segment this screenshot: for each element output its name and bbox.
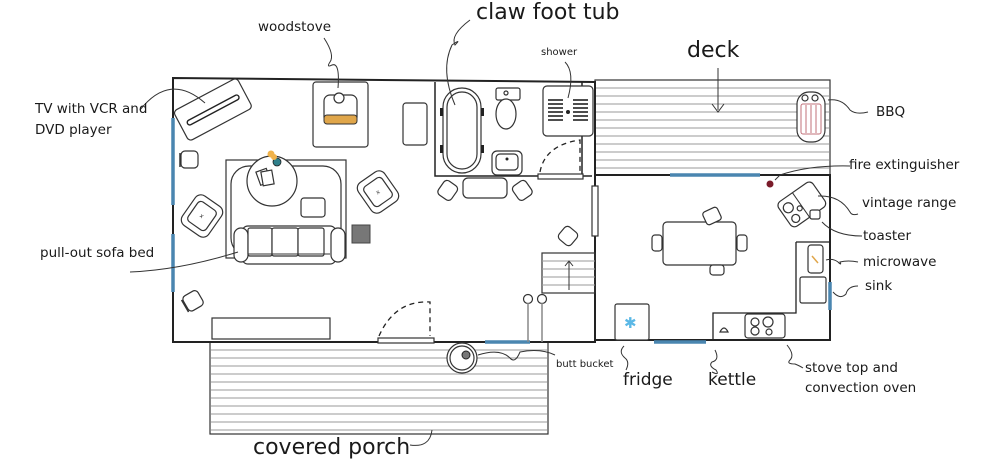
leader-deck (711, 68, 725, 113)
label-covered-porch: covered porch (253, 435, 411, 460)
claw-foot-tub (440, 87, 484, 174)
deck-planks (596, 87, 829, 169)
leader-stove (786, 344, 804, 369)
svg-text:x: x (375, 188, 382, 196)
leader-bbq (827, 99, 869, 114)
label-tv-line2: DVD player (35, 122, 112, 138)
dining-table (651, 206, 748, 276)
fridge: ✱ (614, 303, 650, 341)
label-sink: sink (865, 278, 893, 294)
chair-table-left (437, 179, 459, 201)
armchair-right: x (356, 170, 400, 214)
vintage-range (777, 181, 827, 228)
label-stove-top-line2: convection oven (805, 380, 917, 396)
label-shower: shower (541, 47, 578, 58)
butt-bucket (446, 342, 478, 374)
chair-table-right (511, 179, 533, 201)
windows (171, 118, 832, 344)
leader-shower (564, 61, 572, 99)
toilet (495, 87, 521, 130)
leader-range (817, 195, 859, 216)
leader-tv (139, 88, 206, 111)
label-fridge: fridge (623, 370, 673, 390)
front-door (377, 337, 435, 344)
small-table (462, 177, 508, 199)
front-door-swing (378, 301, 431, 337)
covered-porch-area (209, 341, 549, 435)
pull-out-sofa-bed (233, 225, 346, 265)
chair-stairs (557, 225, 579, 247)
shower (542, 85, 594, 137)
woodstove (312, 81, 369, 148)
leader-lines (129, 19, 869, 446)
label-stove-top-line1: stove top and (805, 360, 898, 376)
leader-butt-bucket (477, 350, 556, 361)
chair-nw (179, 150, 199, 169)
leader-kettle (710, 349, 718, 375)
label-bbq: BBQ (876, 104, 906, 120)
leader-fire-extinguisher (774, 165, 851, 181)
porch-planks (211, 349, 547, 431)
tv-cabinet (173, 78, 252, 141)
leader-porch (409, 429, 433, 446)
bench (402, 102, 428, 146)
chair-sw (180, 290, 204, 313)
stairs (522, 252, 596, 342)
side-table (351, 224, 371, 244)
label-toaster: toaster (863, 228, 912, 244)
doors (377, 139, 599, 344)
leader-sofa (129, 251, 239, 273)
label-claw-foot-tub: claw foot tub (476, 0, 620, 25)
fire-extinguisher-marker (766, 180, 774, 188)
ball (272, 157, 282, 167)
bench-long (211, 317, 331, 340)
svg-text:✱: ✱ (624, 314, 637, 332)
kettle-icon (719, 327, 729, 333)
kitchen-sink (799, 276, 827, 304)
leader-sink (832, 285, 859, 298)
label-deck: deck (687, 38, 740, 63)
cards (255, 167, 275, 187)
kitchen-doorway (591, 185, 599, 237)
leader-toaster (821, 221, 863, 237)
bbq (796, 91, 826, 143)
label-kettle: kettle (708, 370, 757, 390)
label-pull-out-sofa-bed: pull-out sofa bed (40, 245, 155, 261)
leader-tub (446, 19, 471, 106)
label-woodstove: woodstove (258, 19, 332, 35)
leader-microwave (825, 258, 859, 265)
ottoman (300, 197, 326, 218)
seating-area (225, 150, 347, 259)
armchair-left: x (180, 194, 224, 238)
bathroom-door (537, 173, 584, 180)
deck-area (594, 79, 831, 176)
bathroom-door-swing (539, 139, 581, 173)
label-microwave: microwave (863, 254, 937, 270)
svg-text:x: x (198, 212, 205, 220)
kitchen-counter (712, 241, 830, 340)
leader-fridge (620, 345, 629, 371)
label-butt-bucket: butt bucket (556, 359, 614, 370)
label-tv-line1: TV with VCR and (35, 101, 148, 117)
toaster (809, 209, 821, 220)
bathroom-sink (491, 150, 523, 176)
leader-woodstove (323, 37, 339, 89)
label-fire-extinguisher: fire extinguisher (849, 157, 960, 173)
label-vintage-range: vintage range (862, 195, 957, 211)
